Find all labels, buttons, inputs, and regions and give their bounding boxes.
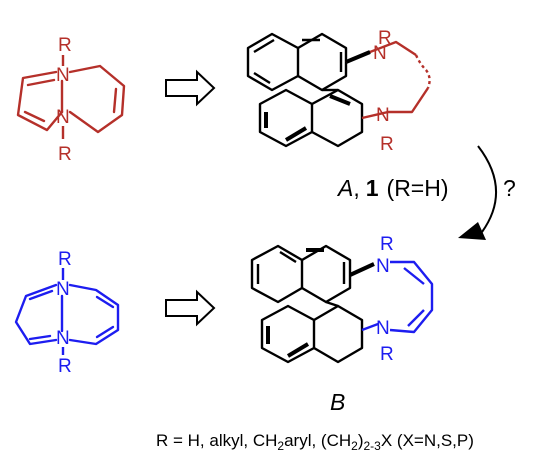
curved-arrow (458, 145, 498, 240)
atom-n-top-a: N (56, 65, 70, 86)
blue-bicyclic-fragment (14, 283, 120, 346)
atom-r-lower-comp-b: R (380, 344, 394, 365)
atom-n-lower-comp-b: N (376, 318, 390, 339)
naphthyl-lower-a (258, 88, 364, 148)
naphthyl-upper-b (250, 244, 352, 304)
atom-n-bottom-b: N (56, 328, 70, 349)
wedge-bond-b (349, 262, 375, 277)
retro-arrow-bottom (165, 289, 216, 327)
atom-r-top-a: R (58, 35, 72, 56)
substituent-footnote: R = H, alkyl, CH2aryl, (CH2)2-3X (X=N,S,… (156, 431, 474, 453)
naphthyl-upper-a (246, 32, 348, 92)
question-mark: ? (503, 175, 516, 201)
atom-r-upper-comp-a: R (378, 28, 392, 49)
wedge-bond-a (345, 50, 371, 64)
atom-n-top-b: N (56, 279, 70, 300)
biaryl-bond-b (325, 300, 339, 308)
atom-r-top-b: R (58, 249, 72, 270)
blue-ring-b (361, 260, 434, 334)
atom-n-lower-comp-a: N (376, 105, 390, 126)
red-bicyclic-fragment (16, 64, 126, 134)
atom-n-upper-comp-a: N (373, 43, 387, 64)
atom-r-upper-comp-b: R (380, 234, 394, 255)
atom-n-upper-comp-b: N (376, 256, 390, 277)
atom-n-bottom-a: N (56, 107, 70, 128)
retro-arrow-top (165, 69, 216, 107)
atom-r-lower-comp-a: R (380, 134, 394, 155)
atom-r-bottom-a: R (58, 144, 72, 165)
compound-b-label: B (330, 389, 345, 415)
naphthyl-lower-b (260, 304, 364, 364)
atom-r-bottom-b: R (58, 356, 72, 377)
compound-a-label: A,1(R=H) (336, 175, 449, 201)
